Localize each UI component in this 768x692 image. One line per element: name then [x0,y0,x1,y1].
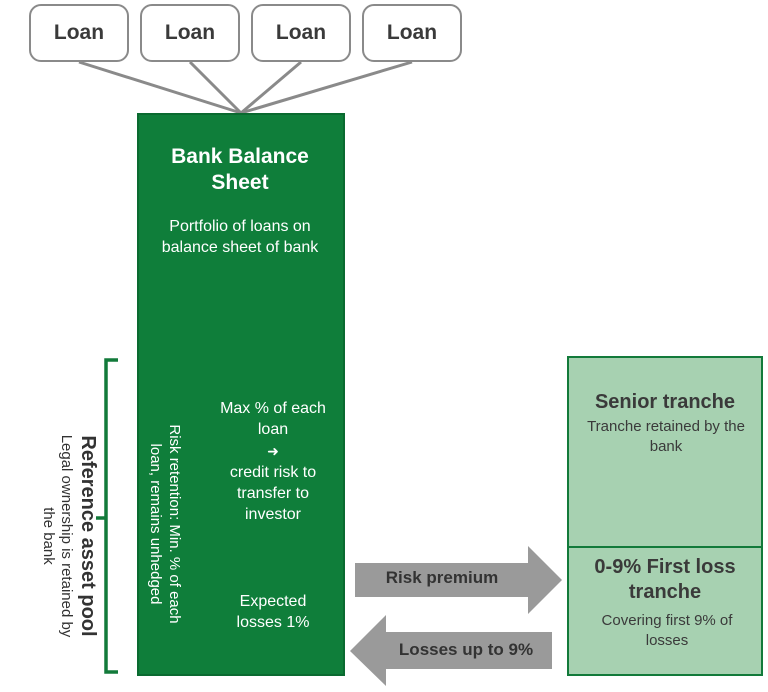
risk-premium-arrow [355,546,562,614]
loan-box-2: Loan [140,4,240,62]
risk-premium-label: Risk premium [385,568,499,587]
losses-arrow [350,615,552,686]
connector-line-1 [78,60,242,115]
losses-label: Losses up to 9% [398,640,534,659]
senior-tranche-subtitle: Tranche retained by the bank [587,418,745,455]
risk-retention-text: Risk retention: Min. % of each loan, rem… [147,424,183,624]
connector-line-2 [188,60,243,115]
connector-line-4 [240,60,413,115]
loan-box-3: Loan [251,4,351,62]
expected-losses-text: Expected losses 1% [236,593,310,631]
loan-box-1: Loan [29,4,129,62]
bank-description: Portfolio of loans on balance sheet of b… [161,218,319,256]
connector-line-3 [240,60,302,115]
senior-tranche-title: Senior tranche [594,391,736,413]
credit-risk-transfer-text: credit risk to transfer to investor [229,464,317,523]
max-percent-text: Max % of each loan [220,400,326,438]
loan-box-4: Loan [362,4,462,62]
arrow-icon: ➜ [267,443,279,459]
reference-pool-subtitle: Legal ownership is retained by the bank [40,434,75,638]
first-loss-tranche-title: 0-9% First loss tranche [594,556,736,603]
reference-pool-label: Reference asset pool Legal ownership is … [29,411,101,661]
first-loss-tranche-box [567,546,763,676]
reference-pool-title: Reference asset pool [77,435,99,637]
bank-balance-sheet [137,113,345,676]
senior-tranche-box [567,356,763,548]
bank-title: Bank Balance Sheet [171,145,309,194]
pool-bracket [96,358,118,674]
first-loss-tranche-subtitle: Covering first 9% of losses [601,612,733,649]
